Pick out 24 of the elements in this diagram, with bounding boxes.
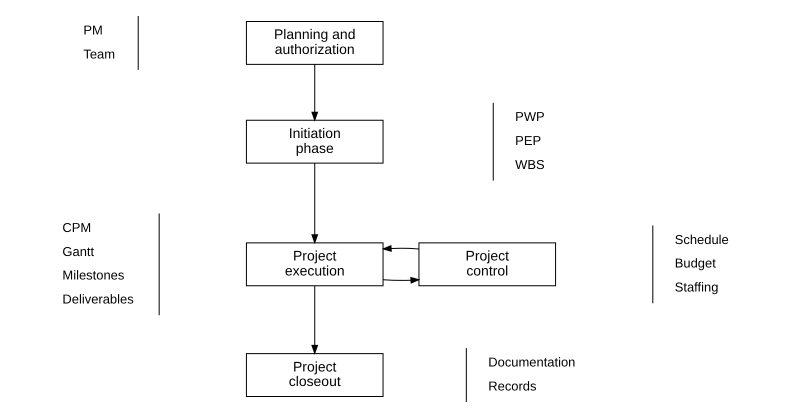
node-label: Documentation (488, 354, 576, 370)
node-label: PWP (515, 109, 545, 124)
node-label: PM (83, 22, 103, 38)
node-label: Records (488, 378, 536, 394)
node-label: CPM (62, 220, 92, 235)
arrow (311, 64, 318, 122)
node-box: Project execution (246, 242, 384, 286)
arrow (382, 276, 420, 284)
node-label: PEP (515, 133, 542, 148)
node-label: Budget (674, 256, 716, 271)
node-box: Initiation phase (246, 120, 384, 164)
arrow (382, 244, 420, 252)
node-label: Milestones (62, 268, 124, 283)
node-label: Team (83, 46, 116, 62)
node-label: WBS (515, 157, 545, 172)
node-box: Project control (418, 242, 556, 286)
arrow (311, 162, 318, 244)
arrow (311, 285, 318, 355)
node-label: Staffing (674, 280, 718, 295)
node-label: Gantt (62, 244, 94, 259)
node-box: Planning and authorization (246, 21, 384, 65)
node-label: Schedule (674, 232, 729, 247)
node-box: Project closeout (246, 353, 384, 397)
node-label: Deliverables (62, 292, 134, 307)
